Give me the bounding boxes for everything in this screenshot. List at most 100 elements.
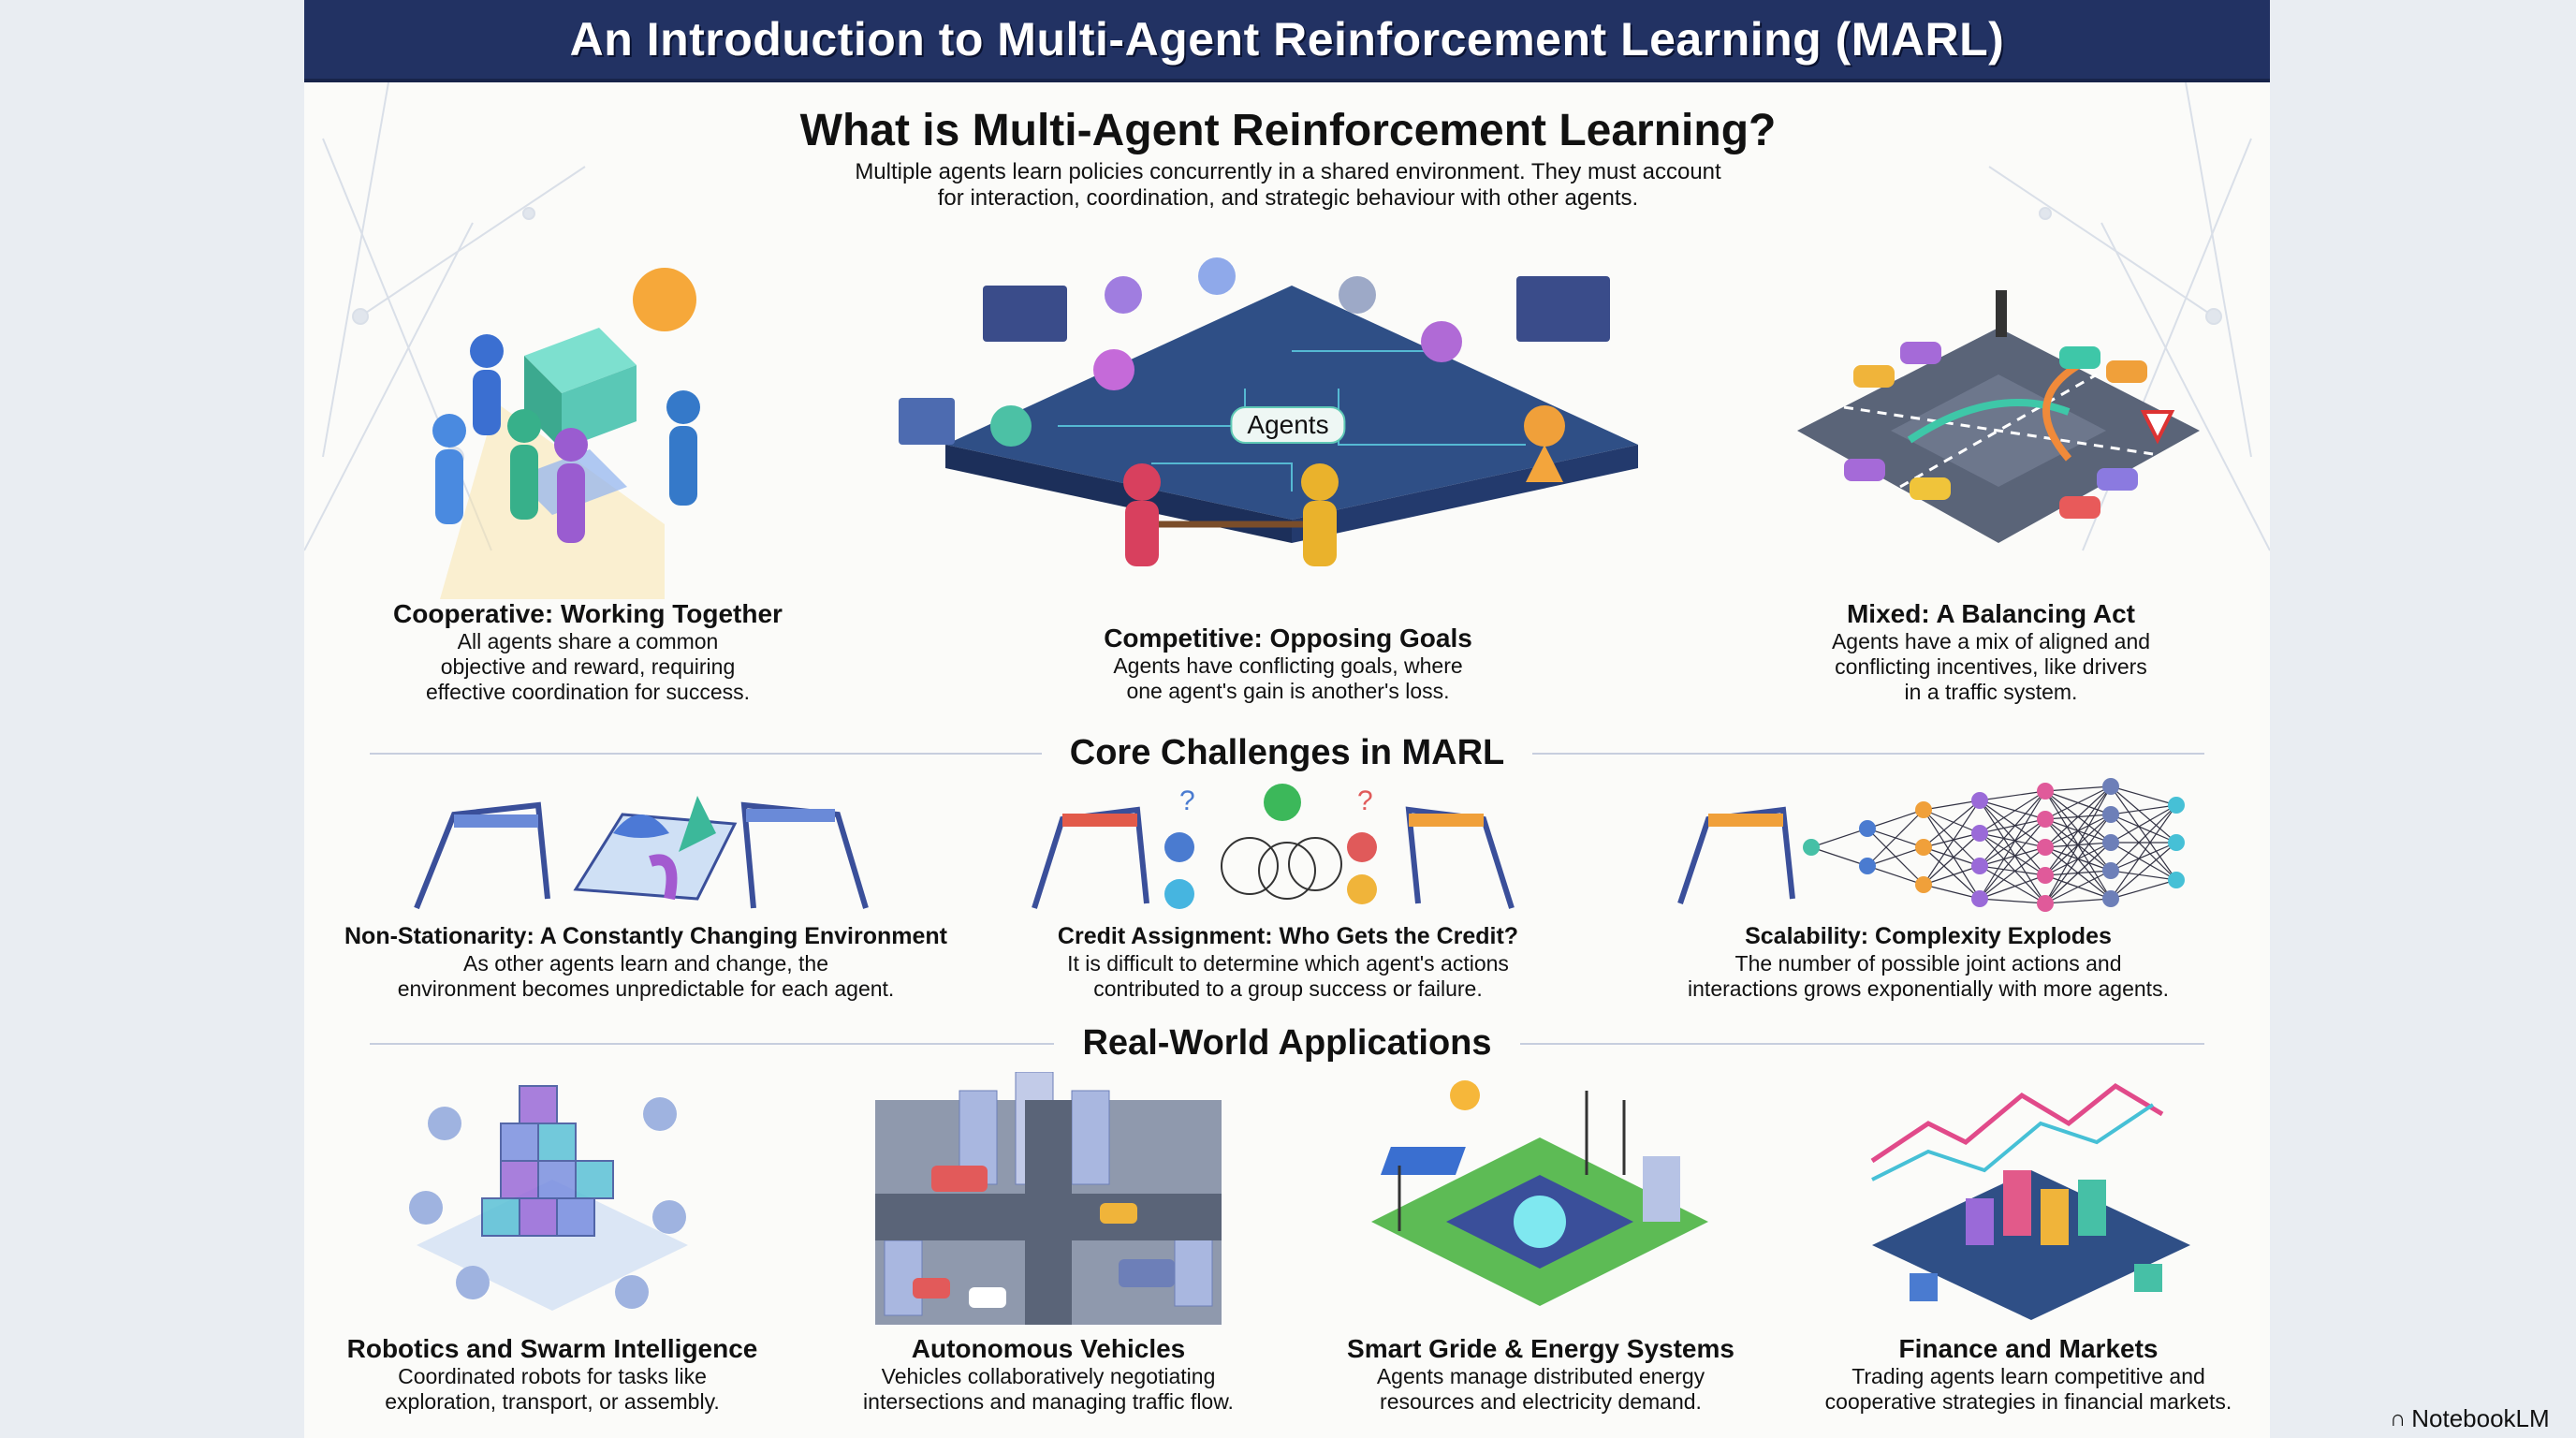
svg-text:?: ? bbox=[1179, 785, 1195, 816]
caption-line: effective coordination for success. bbox=[425, 680, 751, 704]
divider bbox=[1519, 1042, 2205, 1045]
intro-line: Multiple agents learn policies concurren… bbox=[855, 159, 1721, 184]
network-node bbox=[2037, 811, 2054, 828]
caption-line: contributed to a group success or failur… bbox=[1093, 976, 1483, 1001]
notebooklm-watermark: ∩ NotebookLM bbox=[2390, 1404, 2550, 1433]
competitive-caption: Competitive: Opposing Goals Agents have … bbox=[1104, 624, 1472, 704]
network-node bbox=[2037, 895, 2054, 912]
cooperative-caption: Cooperative: Working Together All agents… bbox=[393, 599, 783, 705]
intro-description: Multiple agents learn policies concurren… bbox=[855, 159, 1720, 212]
caption-line: exploration, transport, or assembly. bbox=[385, 1389, 720, 1414]
lightning-icon bbox=[1514, 1196, 1566, 1248]
caption-title: Mixed: A Balancing Act bbox=[1846, 599, 2136, 628]
section-title: Core Challenges in MARL bbox=[1069, 733, 1505, 772]
caption-line: cooperative strategies in financial mark… bbox=[1824, 1389, 2232, 1414]
network-node bbox=[2168, 834, 2185, 851]
caption-line: Agents have conflicting goals, where bbox=[1113, 653, 1463, 678]
non-stationarity-illustration bbox=[414, 796, 869, 910]
applications-section-heading: Real-World Applications bbox=[370, 1023, 2205, 1064]
network-node bbox=[1915, 876, 1932, 893]
caption-line: intersections and managing traffic flow. bbox=[863, 1389, 1234, 1414]
barrier-icon bbox=[454, 814, 538, 828]
agents-label: Agents bbox=[1230, 406, 1346, 444]
svg-text:?: ? bbox=[1357, 785, 1373, 816]
sun-icon bbox=[1450, 1080, 1480, 1110]
section-title: Real-World Applications bbox=[1082, 1023, 1492, 1063]
divider bbox=[370, 1042, 1055, 1045]
barrier-icon bbox=[746, 809, 835, 822]
notebooklm-logo-icon: ∩ bbox=[2390, 1405, 2407, 1431]
caption-title: Robotics and Swarm Intelligence bbox=[346, 1334, 758, 1363]
robotics-caption: Robotics and Swarm Intelligence Coordina… bbox=[347, 1334, 758, 1415]
network-node bbox=[1971, 825, 1988, 842]
network-node bbox=[2037, 839, 2054, 856]
caption-line: environment becomes unpredictable for ea… bbox=[397, 976, 895, 1001]
network-node bbox=[2102, 834, 2119, 851]
network-node bbox=[2037, 783, 2054, 800]
sun-icon bbox=[633, 268, 696, 331]
network-node bbox=[2168, 872, 2185, 888]
caption-title: Finance and Markets bbox=[1898, 1334, 2159, 1363]
network-node bbox=[2102, 862, 2119, 879]
caption-title: Scalability: Complexity Explodes bbox=[1745, 923, 2112, 949]
caption-line: conflicting incentives, like drivers bbox=[1835, 654, 2147, 679]
traffic-intersection-illustration bbox=[1797, 290, 2200, 543]
agents-platform-illustration bbox=[899, 257, 1638, 566]
divider bbox=[370, 752, 1042, 755]
credit-assignment-caption: Credit Assignment: Who Gets the Credit? … bbox=[1058, 921, 1518, 1002]
cooperative-agents-illustration bbox=[432, 268, 700, 599]
caption-line: objective and reward, requiring bbox=[440, 654, 736, 679]
autonomous-vehicles-city-illustration bbox=[875, 1072, 1222, 1325]
divider bbox=[1532, 752, 2204, 755]
caption-line: Coordinated robots for tasks like bbox=[398, 1364, 707, 1388]
checkmark-icon bbox=[1264, 784, 1301, 821]
scalability-caption: Scalability: Complexity Explodes The num… bbox=[1688, 921, 2169, 1002]
credit-assignment-illustration: ? ? bbox=[1032, 784, 1515, 909]
caption-line: The number of possible joint actions and bbox=[1734, 951, 2122, 976]
smart-grid-caption: Smart Gride & Energy Systems Agents mana… bbox=[1347, 1334, 1734, 1415]
finance-caption: Finance and Markets Trading agents learn… bbox=[1825, 1334, 2232, 1415]
infographic-panel: An Introduction to Multi-Agent Reinforce… bbox=[304, 0, 2270, 1438]
caption-title: Competitive: Opposing Goals bbox=[1104, 624, 1472, 653]
watermark-text: NotebookLM bbox=[2411, 1404, 2550, 1432]
network-node bbox=[2168, 797, 2185, 814]
non-stationarity-caption: Non-Stationarity: A Constantly Changing … bbox=[344, 921, 947, 1002]
network-node bbox=[1971, 858, 1988, 874]
network-node bbox=[1803, 839, 1820, 856]
caption-line: in a traffic system. bbox=[1904, 680, 2078, 704]
autonomous-vehicles-caption: Autonomous Vehicles Vehicles collaborati… bbox=[863, 1334, 1234, 1415]
caption-line: Agents have a mix of aligned and bbox=[1831, 629, 2151, 653]
caption-line: interactions grows exponentially with mo… bbox=[1688, 976, 2169, 1001]
caption-line: Trading agents learn competitive and bbox=[1852, 1364, 2205, 1388]
network-node bbox=[2102, 778, 2119, 795]
intro-heading: What is Multi-Agent Reinforcement Learni… bbox=[799, 106, 1777, 155]
barrier-icon bbox=[1708, 814, 1783, 827]
network-node bbox=[1971, 890, 1988, 907]
robot-swarm-illustration bbox=[409, 1085, 688, 1311]
caption-title: Smart Gride & Energy Systems bbox=[1347, 1334, 1734, 1363]
smart-grid-illustration bbox=[1371, 1080, 1708, 1306]
intro-line: for interaction, coordination, and strat… bbox=[937, 185, 1639, 211]
network-node bbox=[2102, 806, 2119, 823]
caption-title: Autonomous Vehicles bbox=[911, 1334, 1186, 1363]
scalability-network-illustration bbox=[1677, 778, 2185, 912]
caption-line: Vehicles collaboratively negotiating bbox=[881, 1364, 1216, 1388]
caption-line: one agent's gain is another's loss. bbox=[1126, 679, 1450, 703]
traffic-light-icon bbox=[1996, 290, 2007, 337]
finance-markets-illustration bbox=[1870, 1082, 2190, 1320]
network-node bbox=[1859, 858, 1876, 874]
caption-line: resources and electricity demand. bbox=[1380, 1389, 1702, 1414]
challenges-section-heading: Core Challenges in MARL bbox=[370, 733, 2204, 773]
caption-line: Agents manage distributed energy bbox=[1376, 1364, 1705, 1388]
barrier-icon bbox=[1409, 814, 1484, 827]
barrier-icon bbox=[1062, 814, 1137, 827]
header-banner: An Introduction to Multi-Agent Reinforce… bbox=[304, 0, 2270, 82]
mixed-caption: Mixed: A Balancing Act Agents have a mix… bbox=[1832, 599, 2150, 705]
caption-title: Cooperative: Working Together bbox=[393, 599, 783, 628]
network-node bbox=[1971, 792, 1988, 809]
network-node bbox=[2102, 890, 2119, 907]
network-node bbox=[1915, 801, 1932, 818]
caption-title: Non-Stationarity: A Constantly Changing … bbox=[344, 923, 947, 949]
caption-title: Credit Assignment: Who Gets the Credit? bbox=[1057, 923, 1519, 949]
network-node bbox=[2037, 867, 2054, 884]
